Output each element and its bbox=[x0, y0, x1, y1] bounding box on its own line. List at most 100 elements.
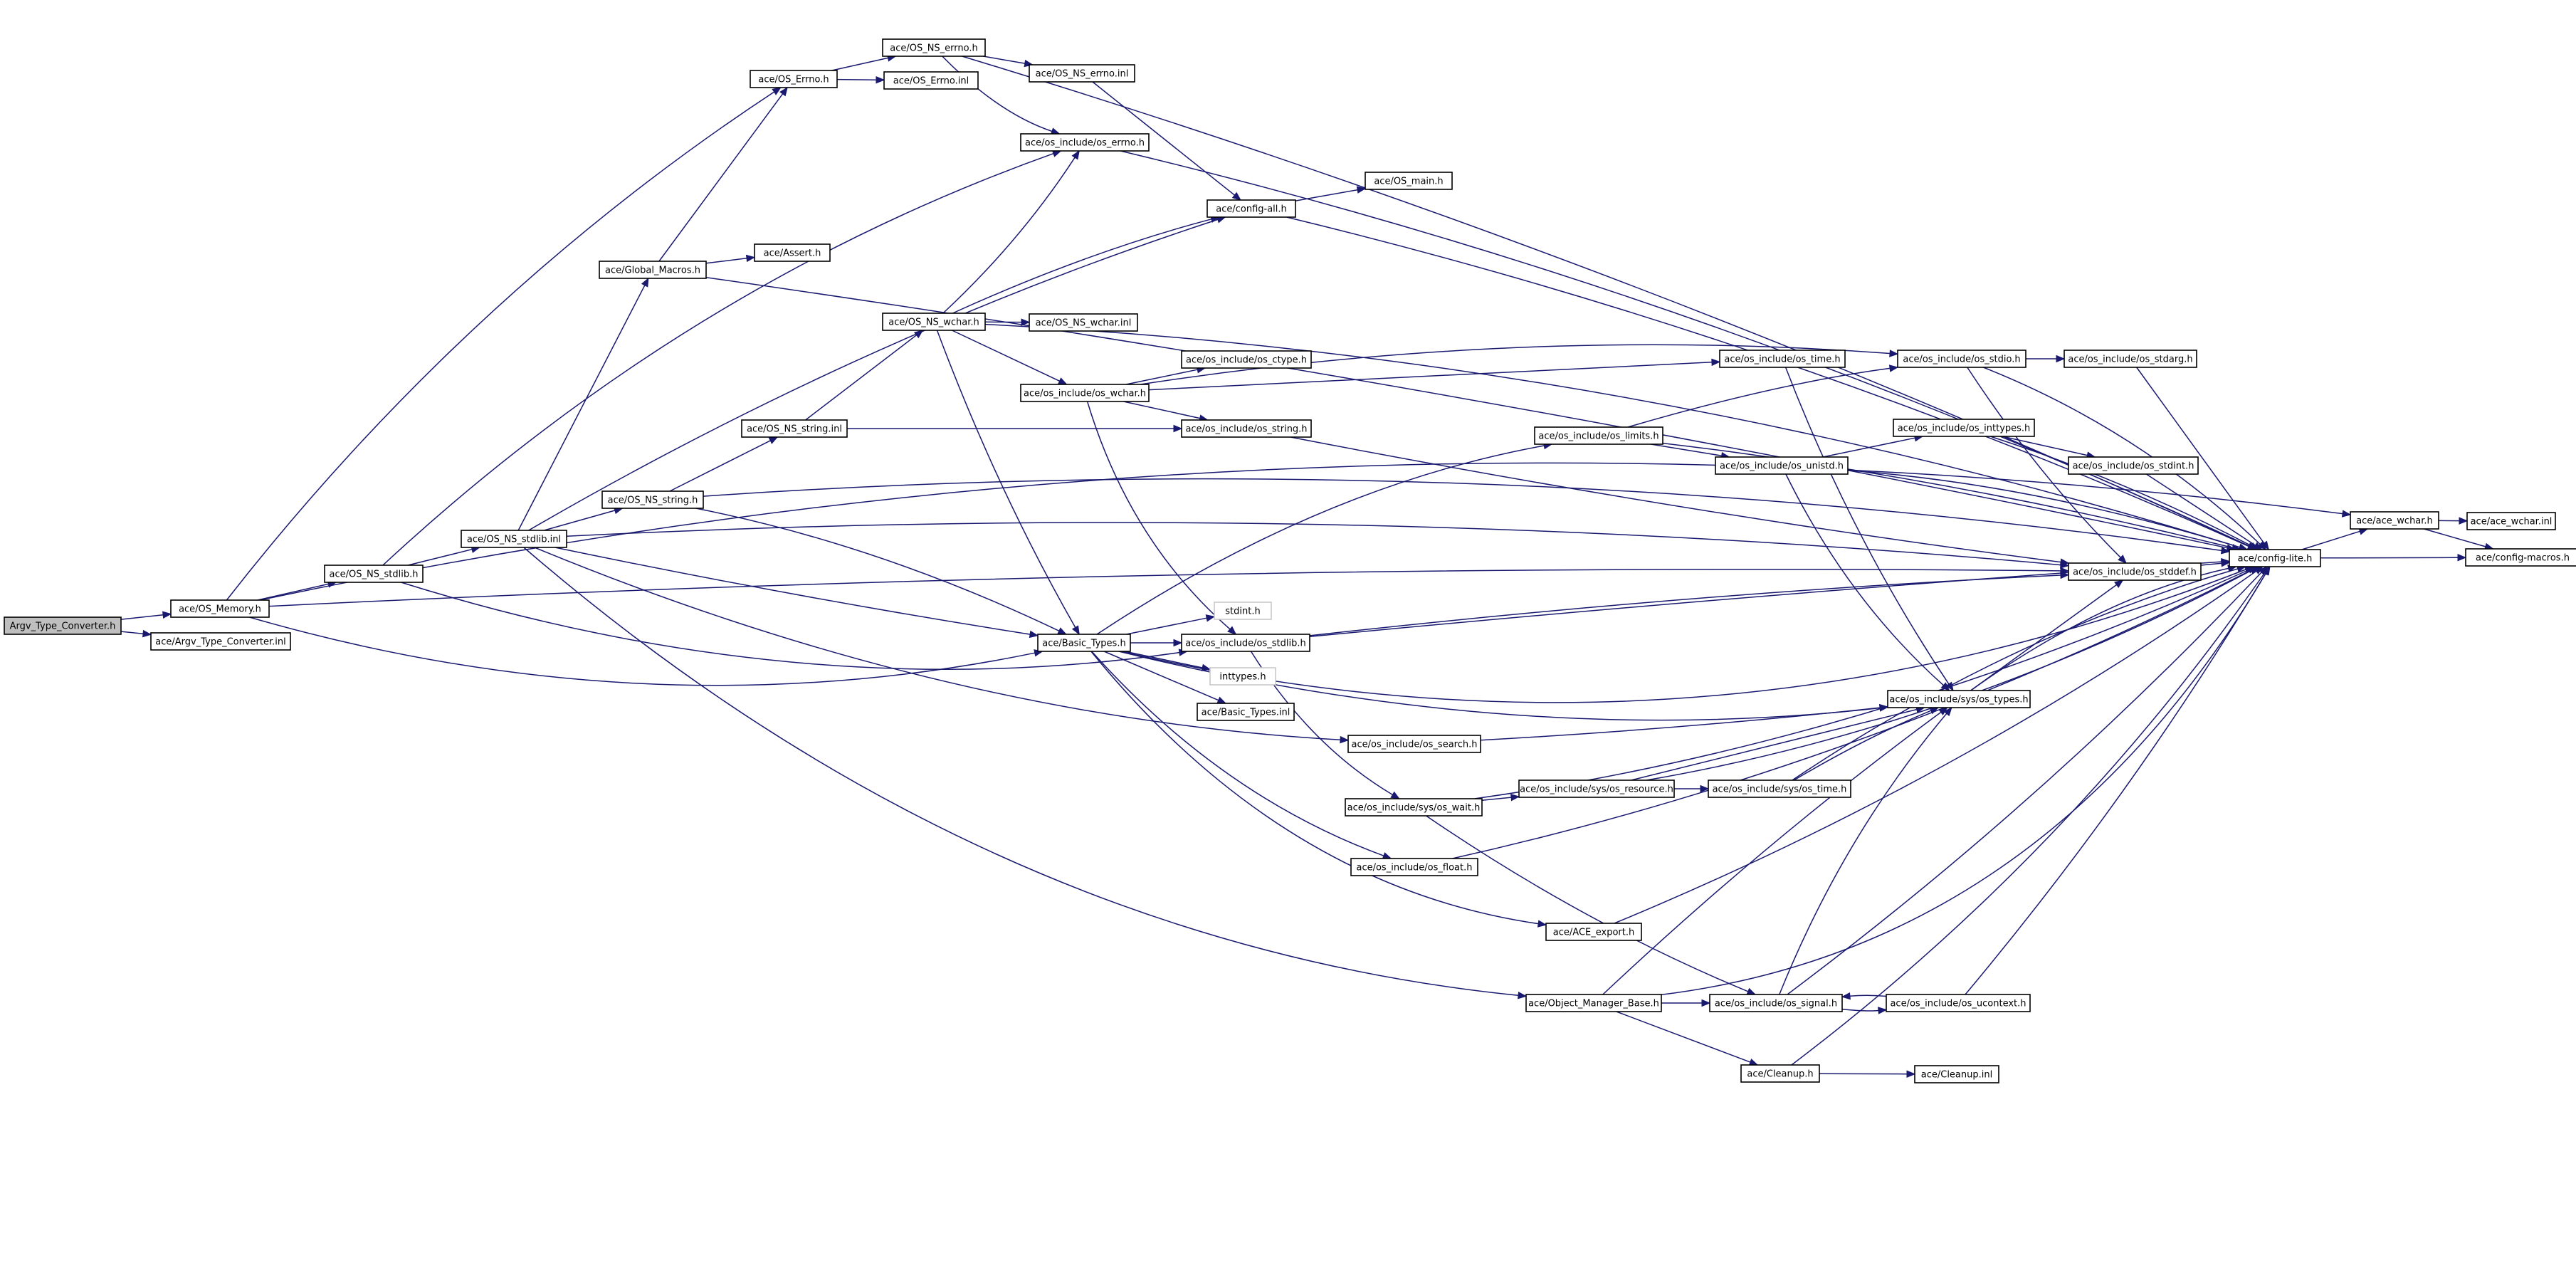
node-os-main-h[interactable]: ace/OS_main.h bbox=[1365, 172, 1453, 190]
edge-line bbox=[831, 57, 888, 71]
node-label: ace/config-macros.h bbox=[2476, 553, 2570, 564]
node-box bbox=[2466, 512, 2556, 530]
node-os-ns-string-inl[interactable]: ace/OS_NS_string.inl bbox=[741, 419, 848, 438]
edge-config_all_h-to-config_lite_h bbox=[1286, 216, 2257, 550]
node-box bbox=[1029, 313, 1138, 332]
edge-line bbox=[534, 547, 1341, 740]
node-cleanup-inl[interactable]: ace/Cleanup.inl bbox=[1914, 1065, 1999, 1083]
node-box bbox=[324, 565, 424, 583]
node-os-ns-stdlib-h[interactable]: ace/OS_NS_stdlib.h bbox=[324, 565, 424, 583]
node-config-all-h[interactable]: ace/config-all.h bbox=[1206, 199, 1296, 218]
node-os-ns-wchar-inl[interactable]: ace/OS_NS_wchar.inl bbox=[1029, 313, 1138, 332]
edge-os_include_sys_os_resource_h-to-os_include_sys_os_time_h bbox=[1674, 784, 1710, 793]
edge-arrowhead bbox=[2118, 555, 2127, 564]
node-ace-wchar-h[interactable]: ace/ace_wchar.h bbox=[2350, 511, 2439, 530]
node-os-ns-errno-inl[interactable]: ace/OS_NS_errno.inl bbox=[1029, 64, 1135, 83]
edge-cleanup_h-to-cleanup_inl bbox=[1819, 1070, 1916, 1078]
edge-line bbox=[249, 616, 1035, 686]
node-os-include-os-inttypes-h[interactable]: ace/os_include/os_inttypes.h bbox=[1893, 419, 2035, 437]
edge-os_include_os_string_h-to-os_include_os_stddef_h bbox=[1290, 436, 2070, 566]
node-argv-type-converter-inl[interactable]: ace/Argv_Type_Converter.inl bbox=[150, 632, 291, 651]
node-os-ns-wchar-h[interactable]: ace/OS_NS_wchar.h bbox=[882, 313, 986, 331]
node-os-include-os-float-h[interactable]: ace/os_include/os_float.h bbox=[1350, 858, 1478, 876]
node-os-include-os-signal-h[interactable]: ace/os_include/os_signal.h bbox=[1709, 994, 1843, 1012]
edge-line bbox=[936, 330, 1076, 628]
node-os-include-sys-os-types-h[interactable]: ace/os_include/sys/os_types.h bbox=[1887, 690, 2031, 708]
node-os-include-os-unistd-h[interactable]: ace/os_include/os_unistd.h bbox=[1715, 456, 1849, 475]
node-os-include-sys-os-wait-h[interactable]: ace/os_include/sys/os_wait.h bbox=[1345, 798, 1483, 817]
node-os-include-os-stdarg-h[interactable]: ace/os_include/os_stdarg.h bbox=[2064, 350, 2197, 368]
edge-arrowhead bbox=[1216, 696, 1227, 704]
node-ace-export-h[interactable]: ace/ACE_export.h bbox=[1545, 923, 1642, 941]
edge-line bbox=[1123, 401, 1200, 419]
edge-line bbox=[703, 478, 2222, 552]
node-os-include-os-wchar-h[interactable]: ace/os_include/os_wchar.h bbox=[1020, 384, 1150, 402]
node-os-include-os-search-h[interactable]: ace/os_include/os_search.h bbox=[1347, 735, 1481, 753]
node-os-memory-h[interactable]: ace/OS_Memory.h bbox=[170, 599, 270, 618]
node-os-include-sys-os-resource-h[interactable]: ace/os_include/sys/os_resource.h bbox=[1518, 780, 1675, 798]
node-object-manager-base-h[interactable]: ace/Object_Manager_Base.h bbox=[1525, 994, 1662, 1012]
node-argv-type-converter-h[interactable]: Argv_Type_Converter.h bbox=[4, 616, 122, 635]
node-box bbox=[1209, 667, 1276, 686]
edge-os_ns_stdlib_h-to-os_ns_stdlib_inl bbox=[408, 545, 481, 566]
node-global-macros-h[interactable]: ace/Global_Macros.h bbox=[599, 261, 707, 279]
node-box bbox=[1719, 350, 1846, 368]
node-os-include-os-errno-h[interactable]: ace/os_include/os_errno.h bbox=[1020, 133, 1150, 152]
edge-line bbox=[1970, 567, 2229, 691]
edge-os_ns_wchar_h-to-os_include_os_errno_h bbox=[942, 149, 1080, 314]
edge-os_errno_h-to-os_ns_errno_h bbox=[831, 54, 897, 71]
node-os-include-os-stdio-h[interactable]: ace/os_include/os_stdio.h bbox=[1897, 350, 2026, 368]
edge-line bbox=[1651, 443, 1722, 456]
node-os-include-os-stddef-h[interactable]: ace/os_include/os_stddef.h bbox=[2068, 562, 2202, 581]
edge-line bbox=[566, 522, 2061, 566]
node-cleanup-h[interactable]: ace/Cleanup.h bbox=[1740, 1064, 1820, 1083]
node-os-include-os-limits-h[interactable]: ace/os_include/os_limits.h bbox=[1534, 426, 1663, 445]
edge-line bbox=[528, 219, 1219, 531]
node-label: ace/OS_NS_stdlib.h bbox=[330, 569, 419, 580]
edge-line bbox=[1661, 573, 2266, 996]
edge-line bbox=[1120, 569, 2246, 703]
node-box bbox=[754, 243, 831, 262]
node-os-include-os-stdlib-h[interactable]: ace/os_include/os_stdlib.h bbox=[1181, 634, 1310, 652]
node-label: ace/os_include/os_string.h bbox=[1185, 424, 1307, 435]
node-config-lite-h[interactable]: ace/config-lite.h bbox=[2229, 549, 2321, 567]
node-os-errno-inl[interactable]: ace/OS_Errno.inl bbox=[883, 71, 979, 90]
node-label: ace/os_include/os_stdio.h bbox=[1903, 355, 2020, 365]
edge-os_include_os_wchar_h-to-os_include_os_ctype_h bbox=[1125, 366, 1206, 385]
node-os-ns-errno-h[interactable]: ace/OS_NS_errno.h bbox=[882, 38, 986, 57]
node-label: Argv_Type_Converter.h bbox=[10, 621, 116, 632]
edge-line bbox=[120, 631, 144, 634]
edge-os_ns_stdlib_inl-to-global_macros_h bbox=[517, 277, 649, 531]
node-label: ace/os_include/os_wchar.h bbox=[1024, 389, 1146, 399]
edge-os_include_os_signal_h-to-config_lite_h bbox=[1787, 566, 2268, 995]
edge-os_memory_h-to-os_ns_stdlib_h bbox=[257, 580, 337, 601]
node-os-include-sys-os-time-h[interactable]: ace/os_include/sys/os_time.h bbox=[1708, 780, 1851, 798]
node-os-include-os-ctype-h[interactable]: ace/os_include/os_ctype.h bbox=[1181, 350, 1312, 369]
node-label: ace/OS_Memory.h bbox=[179, 604, 261, 615]
node-label: ace/ace_wchar.inl bbox=[2471, 517, 2553, 527]
node-os-ns-stdlib-inl[interactable]: ace/OS_NS_stdlib.inl bbox=[461, 530, 567, 548]
edge-line bbox=[1965, 573, 2266, 995]
node-os-errno-h[interactable]: ace/OS_Errno.h bbox=[750, 70, 838, 88]
edge-os_memory_h-to-ace_wchar_h bbox=[260, 462, 2352, 601]
edge-arrowhead bbox=[162, 611, 172, 619]
node-os-include-os-ucontext-h[interactable]: ace/os_include/os_ucontext.h bbox=[1886, 994, 2031, 1012]
node-basic-types-inl[interactable]: ace/Basic_Types.inl bbox=[1197, 703, 1295, 721]
node-assert-h[interactable]: ace/Assert.h bbox=[754, 243, 831, 262]
node-basic-types-h[interactable]: ace/Basic_Types.h bbox=[1037, 634, 1131, 652]
edge-arrowhead bbox=[1906, 1070, 1916, 1078]
node-ace-wchar-inl[interactable]: ace/ace_wchar.inl bbox=[2466, 512, 2556, 530]
node-config-macros-h[interactable]: ace/config-macros.h bbox=[2465, 548, 2576, 567]
node-os-ns-string-h[interactable]: ace/OS_NS_string.h bbox=[601, 490, 704, 509]
node-box bbox=[1518, 780, 1675, 798]
node-os-include-os-time-h[interactable]: ace/os_include/os_time.h bbox=[1719, 350, 1846, 368]
edge-basic_types_h-to-basic_types_inl bbox=[1103, 651, 1227, 704]
node-box bbox=[1347, 735, 1481, 753]
edge-os_ns_stdlib_inl-to-basic_types_h bbox=[554, 547, 1039, 639]
edge-line bbox=[2301, 530, 2360, 550]
node-label: ace/OS_Errno.inl bbox=[893, 76, 969, 87]
node-os-include-os-string-h[interactable]: ace/os_include/os_string.h bbox=[1181, 419, 1312, 438]
node-box bbox=[2229, 549, 2321, 567]
node-os-include-os-stdint-h[interactable]: ace/os_include/os_stdint.h bbox=[2068, 456, 2199, 475]
